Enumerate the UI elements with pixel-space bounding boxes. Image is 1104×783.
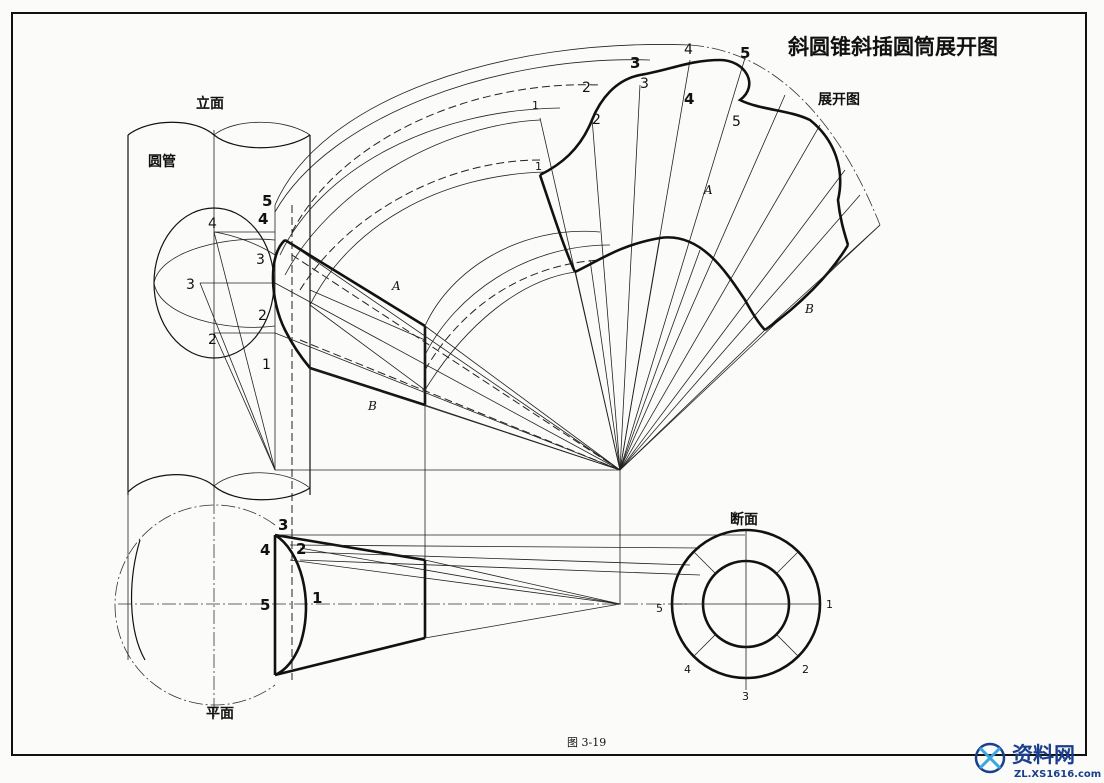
point-label: 1 bbox=[262, 357, 271, 373]
point-label: 4 bbox=[260, 541, 270, 559]
transfer-arcs bbox=[274, 44, 691, 391]
point-label: 1 bbox=[535, 160, 542, 173]
point-label: 2 bbox=[296, 540, 306, 558]
surface-letter-b: B bbox=[804, 302, 814, 316]
point-label: 5 bbox=[732, 114, 741, 130]
point-label: 3 bbox=[630, 54, 640, 72]
point-label: 2 bbox=[582, 80, 591, 96]
point-label: 4 bbox=[208, 216, 217, 232]
watermark-text: 资料网 bbox=[1012, 743, 1075, 767]
point-label: 5 bbox=[262, 192, 272, 210]
point-label: 3 bbox=[640, 76, 649, 92]
point-label: 3 bbox=[186, 277, 195, 293]
point-label: 2 bbox=[802, 663, 809, 676]
point-label: 4 bbox=[684, 90, 694, 108]
point-label: 5 bbox=[260, 596, 270, 614]
surface-letter-a: A bbox=[391, 279, 401, 293]
point-label: 5 bbox=[740, 44, 750, 62]
point-label: 3 bbox=[278, 516, 288, 534]
label-elevation: 立面 bbox=[196, 95, 224, 112]
frame-border bbox=[11, 12, 1087, 756]
label-section: 断面 bbox=[730, 511, 758, 528]
point-label: 2 bbox=[208, 332, 217, 348]
label-plan: 平面 bbox=[206, 706, 234, 722]
point-label: 1 bbox=[826, 598, 833, 611]
label-development: 展开图 bbox=[818, 92, 860, 108]
point-label: 1 bbox=[532, 99, 539, 112]
watermark-url: ZL.XS1616.com bbox=[1014, 769, 1101, 780]
point-label: 1 bbox=[312, 589, 322, 607]
figure-caption: 图 3-19 bbox=[567, 736, 606, 749]
elevation-pipe bbox=[127, 121, 311, 501]
diagram-title: 斜圆锥斜插圆筒展开图 bbox=[787, 35, 998, 59]
elevation-oblique-cone bbox=[271, 238, 621, 471]
point-label: 4 bbox=[258, 210, 268, 228]
development-fan bbox=[538, 44, 881, 471]
point-label: 3 bbox=[742, 690, 749, 703]
plan-view bbox=[114, 326, 745, 720]
point-label: 2 bbox=[592, 112, 601, 128]
watermark-logo: 资料网 ZL.XS1616.com bbox=[974, 742, 1101, 780]
point-label: 5 bbox=[656, 602, 663, 615]
point-label: 2 bbox=[258, 308, 267, 324]
point-label: 4 bbox=[684, 42, 693, 58]
section-view bbox=[670, 528, 822, 690]
point-label: 3 bbox=[256, 252, 265, 268]
point-label: 4 bbox=[684, 663, 691, 676]
elevation-cone-base bbox=[153, 205, 620, 680]
surface-letter-b: B bbox=[367, 399, 377, 413]
surface-letter-a: A bbox=[703, 183, 713, 197]
label-pipe: 圆管 bbox=[148, 153, 176, 170]
